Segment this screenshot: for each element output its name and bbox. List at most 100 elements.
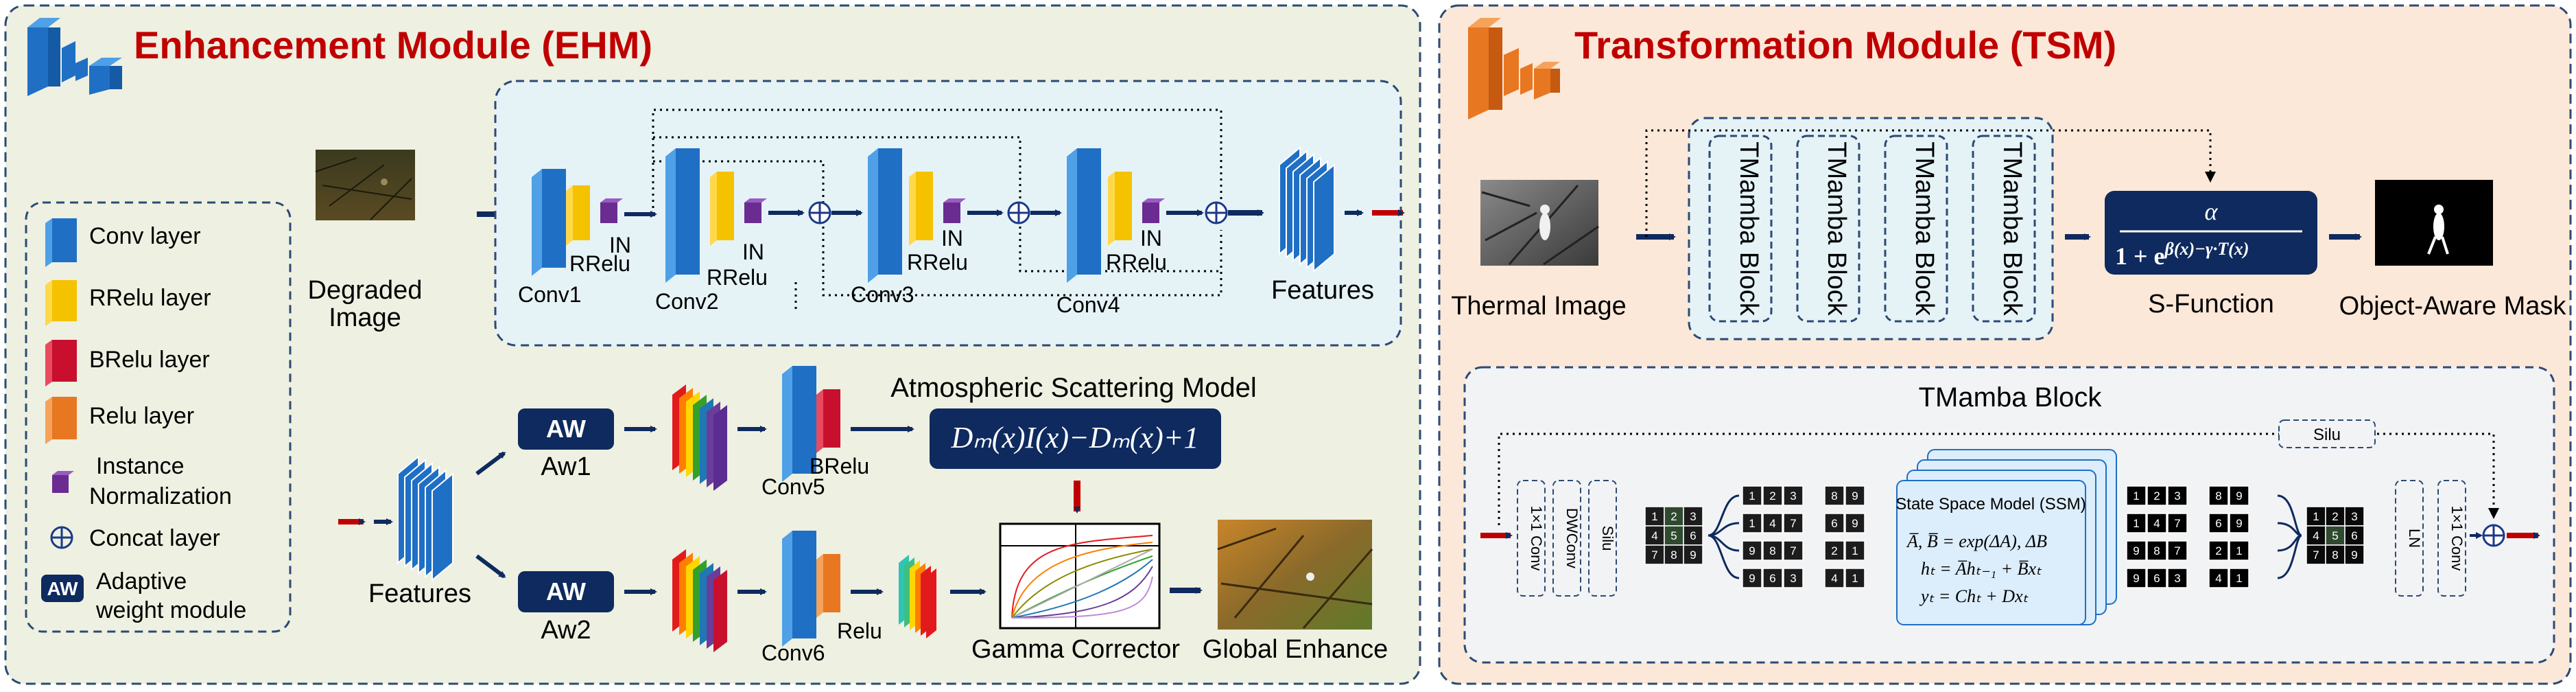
svg-text:3: 3 [1690,510,1696,523]
conv1-label: Conv1 [518,282,582,307]
conv6-label: Conv6 [761,641,825,665]
scan-side-cell: 1 [1845,568,1865,588]
features-top-label: Features [1271,276,1374,305]
svg-text:5: 5 [2332,529,2338,542]
conv2-block [665,148,767,283]
svg-text:1×1 Conv: 1×1 Conv [2448,506,2466,571]
conv4-block [1067,148,1165,283]
svg-text:8: 8 [2215,489,2221,503]
svg-text:4: 4 [2215,572,2221,585]
svg-text:1×1 Conv: 1×1 Conv [1528,506,1545,571]
concat-node-tmamba [2482,524,2505,547]
merged-cell: 2 [2325,506,2345,527]
svg-text:4: 4 [2313,529,2319,542]
gamma-plot [999,522,1161,630]
svg-text:3: 3 [2174,489,2180,503]
conv2-label: Conv2 [655,289,719,314]
conv1x1-a: 1×1 Conv [1517,480,1546,597]
svg-text:5: 5 [1670,529,1677,542]
scan-side-cell: 9 [1845,485,1865,506]
merged-cell: 7 [2306,544,2326,565]
patch-cell: 9 [1683,544,1703,565]
svg-text:3: 3 [2351,510,2357,523]
tmamba-block-4: TMamba Block [1972,135,2036,323]
svg-text:8: 8 [2153,544,2160,557]
scan-side-cell: 6 [1824,513,1845,533]
conv1-rrelu: RRelu [569,251,630,276]
svg-text:State Space Model (SSM): State Space Model (SSM) [1895,495,2085,514]
conv4-in: IN [1140,226,1162,251]
patch-cell: 6 [1683,525,1703,546]
out-side-cell: 1 [2229,540,2249,561]
global-enhance-image [1217,520,1373,630]
legend-box [25,201,292,633]
fanout-lines [1708,494,1740,579]
conv3-block [868,148,966,283]
conv4-rrelu: RRelu [1106,250,1167,275]
conv6-relu: Relu [837,619,882,643]
scan-cell: 7 [1783,513,1804,533]
svg-text:7: 7 [2174,544,2180,557]
svg-text:8: 8 [1670,549,1677,562]
svg-text:1: 1 [2133,517,2139,530]
merged-cell: 6 [2344,525,2365,546]
legend-item-brelu: BRelu layer [45,340,210,387]
out-cell: 7 [2167,513,2188,533]
conv4-label: Conv4 [1056,292,1120,317]
out-cell: 1 [2126,513,2147,533]
svg-text:AW: AW [47,578,78,599]
tmamba-detail-title: TMamba Block [1919,382,2103,413]
svg-text:9: 9 [1690,549,1696,562]
ehm-title: Enhancement Module (EHM) [134,23,652,67]
legend-item-concat: Concat layer [50,525,220,551]
svg-text:yₜ = Chₜ + Dxₜ: yₜ = Chₜ + Dxₜ [1919,586,2029,606]
conv2-rrelu: RRelu [707,265,768,290]
scan-cell: 7 [1783,540,1804,561]
svg-text:3: 3 [1790,572,1796,585]
degraded-label-1: Degraded [308,276,423,305]
tmamba-blocks-box [1688,117,2054,341]
svg-text:1: 1 [1852,572,1858,585]
scan-cell: 3 [1783,485,1804,506]
svg-text:BRelu layer: BRelu layer [89,347,210,373]
asm-formula-box: Dₘ(x)I(x)−Dₘ(x)+1 [930,408,1221,469]
svg-text:TMamba Block: TMamba Block [1910,141,1939,316]
svg-text:Instance: Instance [96,453,185,479]
dwconv: DWConv [1552,480,1581,597]
scan-cell: 9 [1742,568,1762,588]
silu-bypass-box: Silu [2278,419,2376,448]
tmamba-block-3: TMamba Block [1884,135,1948,323]
thermal-image [1480,180,1599,266]
legend-item-relu: Relu layer [45,397,194,444]
concat-node-1 [808,201,831,224]
conv5-brelu: BRelu [810,454,869,478]
svg-text:1: 1 [1651,510,1657,523]
patch-cell: 7 [1644,544,1665,565]
scan-cell: 9 [1742,540,1762,561]
global-enhance-label: Global Enhance [1203,635,1388,664]
scan-side-cell: 4 [1824,568,1845,588]
degraded-label-2: Image [329,303,401,332]
asm-title: Atmospheric Scattering Model [890,373,1257,403]
svg-text:4: 4 [2153,517,2160,530]
svg-text:6: 6 [1831,517,1837,530]
scan-side-cell: 2 [1824,540,1845,561]
tmamba-block-2: TMamba Block [1796,135,1860,323]
rainbow-stack-3 [899,555,936,638]
svg-text:8: 8 [2332,549,2338,562]
svg-text:1: 1 [1749,489,1755,503]
svg-text:Relu layer: Relu layer [89,403,194,429]
svg-text:9: 9 [1852,489,1858,503]
tsm-cube-icon [1468,18,1560,119]
out-cell: 3 [2167,485,2188,506]
svg-text:1: 1 [1852,544,1858,557]
svg-text:2: 2 [2215,544,2221,557]
scan-side-cell: 1 [1845,540,1865,561]
out-cell: 1 [2126,485,2147,506]
legend-item-aw: AW Adaptive weight module [41,568,246,623]
svg-text:7: 7 [1651,549,1657,562]
svg-text:7: 7 [2174,517,2180,530]
out-cell: 2 [2147,485,2167,506]
